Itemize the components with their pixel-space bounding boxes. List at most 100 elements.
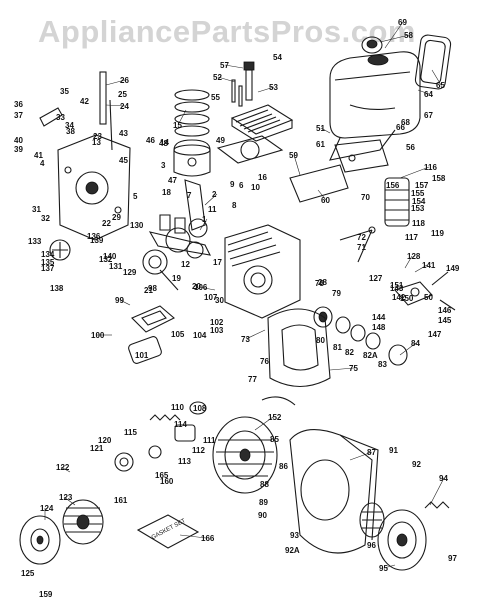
part-number-43[interactable]: 43 (119, 129, 128, 138)
part-number-79[interactable]: 79 (332, 289, 341, 298)
seal-rings[interactable] (335, 316, 408, 366)
part-number-33[interactable]: 33 (56, 113, 65, 122)
part-number-137[interactable]: 137 (41, 264, 55, 273)
blower-backplate[interactable] (267, 308, 331, 387)
part-number-96[interactable]: 96 (367, 541, 376, 550)
part-number-60[interactable]: 60 (321, 196, 330, 205)
part-number-37[interactable]: 37 (14, 111, 23, 120)
part-number-3[interactable]: 3 (161, 161, 166, 170)
part-number-67[interactable]: 67 (424, 111, 433, 120)
carb-gasket[interactable] (189, 401, 207, 415)
part-number-148[interactable]: 148 (372, 323, 386, 332)
valve-cover-plate[interactable] (131, 305, 175, 333)
part-number-123[interactable]: 123 (59, 493, 73, 502)
part-number-45[interactable]: 45 (119, 156, 128, 165)
part-number-108[interactable]: 108 (193, 404, 207, 413)
part-number-98[interactable]: 98 (148, 284, 157, 293)
part-number-111[interactable]: 111 (203, 436, 216, 445)
part-number-136[interactable]: 136 (87, 232, 101, 241)
part-number-95[interactable]: 95 (379, 564, 388, 573)
part-number-35[interactable]: 35 (60, 87, 69, 96)
part-number-49[interactable]: 49 (216, 136, 225, 145)
part-number-71[interactable]: 71 (357, 243, 366, 252)
engine-block[interactable] (224, 224, 301, 319)
part-number-160[interactable]: 160 (160, 477, 174, 486)
part-number-77[interactable]: 77 (248, 375, 257, 384)
part-number-17[interactable]: 17 (213, 258, 222, 267)
tappets[interactable] (159, 214, 186, 234)
part-number-38[interactable]: 38 (66, 127, 75, 136)
part-number-66[interactable]: 66 (396, 123, 405, 132)
part-number-166[interactable]: 166 (201, 534, 215, 543)
coil-wire[interactable] (261, 396, 296, 406)
part-number-147[interactable]: 147 (428, 330, 442, 339)
head-bolts[interactable] (231, 79, 243, 107)
part-number-121[interactable]: 121 (90, 444, 104, 453)
part-number-1[interactable]: 1 (202, 215, 207, 224)
part-number-86[interactable]: 86 (279, 462, 288, 471)
starter-screen[interactable] (359, 502, 385, 538)
part-number-141[interactable]: 141 (422, 261, 436, 270)
part-number-151[interactable]: 151 (390, 281, 404, 290)
part-number-53[interactable]: 53 (269, 83, 278, 92)
part-number-41[interactable]: 41 (34, 151, 43, 160)
part-number-155[interactable]: 155 (411, 189, 425, 198)
dipstick[interactable] (109, 99, 113, 151)
part-number-145[interactable]: 145 (438, 316, 452, 325)
part-number-7[interactable]: 7 (187, 191, 192, 200)
crankshaft[interactable] (148, 227, 211, 259)
part-number-103[interactable]: 103 (210, 326, 224, 335)
governor-spring[interactable] (149, 414, 181, 421)
part-number-120[interactable]: 120 (98, 436, 112, 445)
part-number-112[interactable]: 112 (192, 446, 205, 455)
fuel-tank[interactable] (329, 51, 421, 161)
part-number-156[interactable]: 156 (386, 181, 400, 190)
piston-rings[interactable] (174, 89, 210, 137)
part-number-122[interactable]: 122 (56, 463, 70, 472)
muffler[interactable] (127, 335, 162, 364)
part-number-19[interactable]: 19 (172, 274, 181, 283)
part-number-124[interactable]: 124 (40, 504, 54, 513)
part-number-40[interactable]: 40 (14, 136, 23, 145)
part-number-6[interactable]: 6 (239, 181, 244, 190)
part-number-146[interactable]: 146 (438, 306, 452, 315)
part-number-65[interactable]: 65 (436, 81, 445, 90)
starter-pulley[interactable] (19, 515, 61, 565)
part-number-51[interactable]: 51 (316, 124, 325, 133)
part-number-75[interactable]: 75 (349, 364, 358, 373)
part-number-165[interactable]: 165 (155, 471, 169, 480)
part-number-99[interactable]: 99 (115, 296, 124, 305)
part-number-82[interactable]: 82 (345, 348, 354, 357)
part-number-24[interactable]: 24 (120, 102, 129, 111)
fuel-tank-shield[interactable] (414, 34, 452, 90)
part-number-30[interactable]: 30 (215, 296, 224, 305)
part-number-31[interactable]: 31 (32, 205, 41, 214)
part-number-135[interactable]: 135 (41, 258, 55, 267)
part-number-59[interactable]: 59 (289, 151, 298, 160)
part-number-105[interactable]: 105 (171, 330, 185, 339)
part-number-117[interactable]: 117 (405, 233, 418, 242)
part-number-129[interactable]: 129 (123, 268, 137, 277)
part-number-58[interactable]: 58 (404, 31, 413, 40)
part-number-88[interactable]: 88 (260, 480, 269, 489)
part-number-20[interactable]: 20 (192, 282, 201, 291)
part-number-94[interactable]: 94 (439, 474, 448, 483)
part-number-157[interactable]: 157 (415, 181, 429, 190)
part-number-29[interactable]: 29 (112, 213, 121, 222)
part-number-28[interactable]: 28 (318, 278, 327, 287)
part-number-125[interactable]: 125 (21, 569, 35, 578)
part-number-92[interactable]: 92 (412, 460, 421, 469)
part-number-57[interactable]: 57 (220, 61, 229, 70)
part-number-93[interactable]: 93 (290, 531, 299, 540)
part-number-14[interactable]: 14 (160, 138, 169, 147)
part-number-72[interactable]: 72 (357, 233, 366, 242)
part-number-76[interactable]: 76 (260, 357, 269, 366)
part-number-144[interactable]: 144 (372, 313, 386, 322)
part-number-143[interactable]: 143 (390, 284, 404, 293)
part-number-134[interactable]: 134 (41, 250, 55, 259)
part-number-106[interactable]: 106 (194, 283, 208, 292)
blower-housing[interactable] (289, 429, 379, 554)
part-number-52[interactable]: 52 (213, 73, 222, 82)
part-number-87[interactable]: 87 (367, 448, 376, 457)
starter-spring[interactable] (424, 501, 450, 509)
